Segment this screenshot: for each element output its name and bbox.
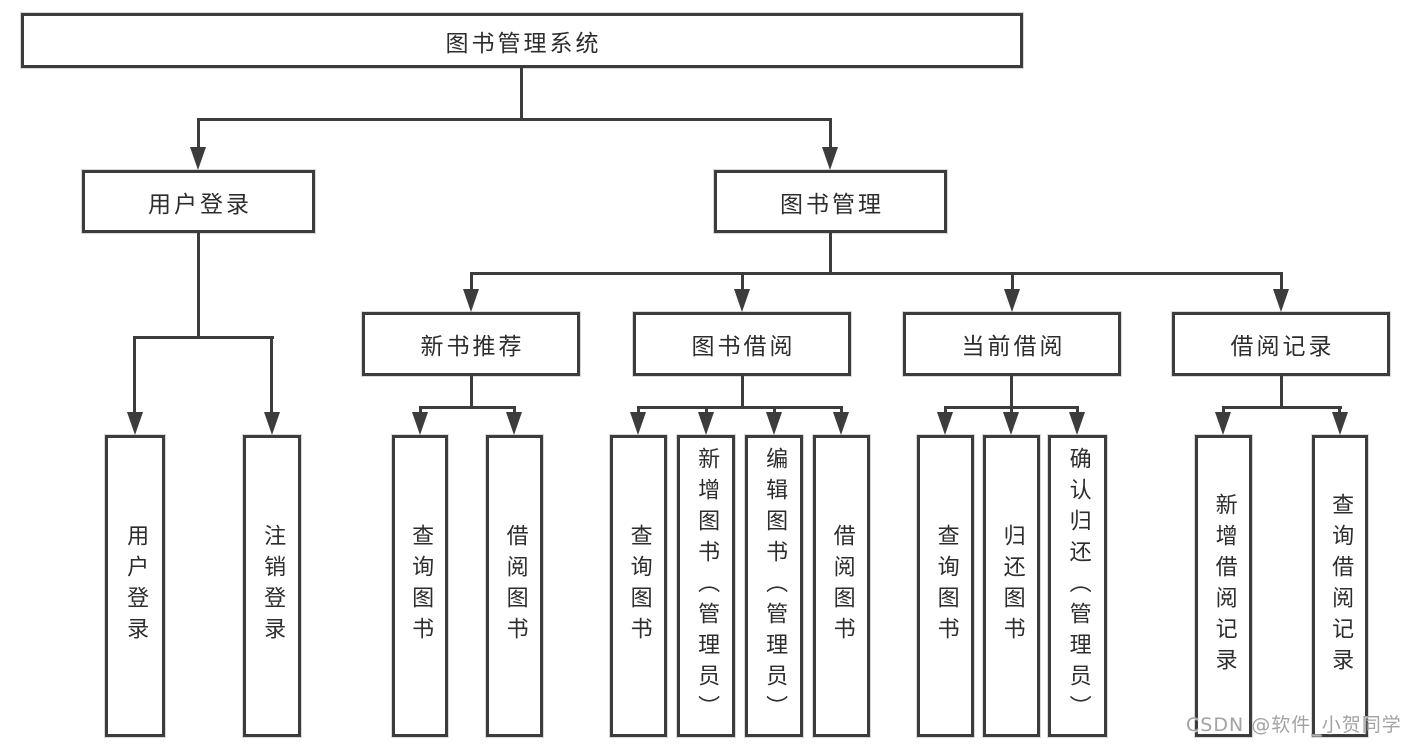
node-current-borrow-label: 当前借阅 xyxy=(961,334,1066,360)
leaf-query-book-current-label: 查询图书 xyxy=(933,524,959,648)
leaf-add-book-admin: 新增图书（管理员） xyxy=(677,435,735,737)
arrowhead-icon xyxy=(937,412,953,435)
arrowhead-icon xyxy=(698,412,714,435)
arrowhead-icon xyxy=(463,289,479,312)
leaf-borrow-book-label: 借阅图书 xyxy=(829,524,855,648)
edge-line xyxy=(133,336,136,414)
edge-line xyxy=(470,272,1283,275)
edge-line xyxy=(470,376,473,408)
arrowhead-icon xyxy=(412,412,428,435)
edge-line xyxy=(197,233,200,338)
arrowhead-icon xyxy=(127,412,143,435)
arrowhead-icon xyxy=(766,412,782,435)
node-borrow-records: 借阅记录 xyxy=(1172,312,1390,376)
edge-line xyxy=(944,406,947,415)
node-book-management-label: 图书管理 xyxy=(780,191,884,218)
arrowhead-icon xyxy=(734,289,750,312)
arrowhead-icon xyxy=(822,147,838,170)
leaf-query-borrow-record-label: 查询借阅记录 xyxy=(1328,493,1354,679)
edge-line xyxy=(1222,406,1225,415)
node-borrow-records-label: 借阅记录 xyxy=(1230,334,1335,360)
edge-line xyxy=(741,376,744,408)
leaf-add-book-admin-label: 新增图书（管理员） xyxy=(694,446,720,726)
arrowhead-icon xyxy=(1069,412,1085,435)
leaf-query-borrow-record: 查询借阅记录 xyxy=(1312,435,1368,737)
arrowhead-icon xyxy=(1215,412,1231,435)
leaf-logout-label: 注销登录 xyxy=(260,524,286,648)
edge-line xyxy=(133,336,274,339)
leaf-query-book-recommend: 查询图书 xyxy=(392,435,448,737)
node-book-borrow-label: 图书借阅 xyxy=(691,334,796,360)
node-user-login: 用户登录 xyxy=(82,170,315,233)
leaf-add-borrow-record-label: 新增借阅记录 xyxy=(1211,493,1237,679)
leaf-query-book-borrow: 查询图书 xyxy=(610,435,667,737)
edge-line xyxy=(637,406,843,409)
edge-line xyxy=(513,406,516,415)
leaf-query-book-borrow-label: 查询图书 xyxy=(626,524,652,648)
edge-line xyxy=(1280,272,1283,291)
leaf-query-book-current: 查询图书 xyxy=(917,435,974,737)
leaf-edit-book-admin-label: 编辑图书（管理员） xyxy=(762,446,788,726)
edge-line xyxy=(520,68,523,121)
node-book-borrow: 图书借阅 xyxy=(633,312,851,376)
node-book-management: 图书管理 xyxy=(714,170,947,233)
node-root-label: 图书管理系统 xyxy=(445,30,602,57)
edge-line xyxy=(419,406,422,415)
arrowhead-icon xyxy=(1273,289,1289,312)
edge-line xyxy=(197,118,200,149)
leaf-return-book-label: 归还图书 xyxy=(999,524,1025,648)
edge-line xyxy=(197,118,832,121)
leaf-confirm-return-admin: 确认归还（管理员） xyxy=(1048,435,1107,737)
arrowhead-icon xyxy=(506,412,522,435)
leaf-query-book-recommend-label: 查询图书 xyxy=(408,524,434,648)
edge-line xyxy=(637,406,640,415)
arrowhead-icon xyxy=(630,412,646,435)
leaf-confirm-return-admin-label: 确认归还（管理员） xyxy=(1065,446,1091,726)
leaf-edit-book-admin: 编辑图书（管理员） xyxy=(745,435,803,737)
leaf-user-login-label: 用户登录 xyxy=(123,524,149,648)
leaf-borrow-book-recommend: 借阅图书 xyxy=(486,435,543,737)
arrowhead-icon xyxy=(264,412,280,435)
edge-line xyxy=(741,272,744,291)
edge-line xyxy=(1011,272,1014,291)
edge-line xyxy=(1222,406,1342,409)
edge-line xyxy=(1010,376,1013,408)
edge-line xyxy=(840,406,843,415)
edge-line xyxy=(1338,406,1341,415)
leaf-logout: 注销登录 xyxy=(243,435,301,737)
edge-line xyxy=(829,118,832,149)
node-current-borrow: 当前借阅 xyxy=(903,312,1121,376)
edge-line xyxy=(470,272,473,291)
leaf-add-borrow-record: 新增借阅记录 xyxy=(1195,435,1252,737)
edge-line xyxy=(419,406,516,409)
edge-line xyxy=(270,336,273,414)
node-user-login-label: 用户登录 xyxy=(148,191,252,218)
leaf-return-book: 归还图书 xyxy=(983,435,1040,737)
edge-line xyxy=(829,233,832,274)
arrowhead-icon xyxy=(833,412,849,435)
arrowhead-icon xyxy=(1003,412,1019,435)
node-new-book-recommend: 新书推荐 xyxy=(362,312,580,376)
node-new-book-recommend-label: 新书推荐 xyxy=(420,334,525,360)
arrowhead-icon xyxy=(1004,289,1020,312)
arrowhead-icon xyxy=(1332,412,1348,435)
edge-line xyxy=(705,406,708,415)
edge-line xyxy=(1010,406,1013,415)
node-root: 图书管理系统 xyxy=(21,13,1023,68)
csdn-watermark: CSDN @软件_小贺同学 xyxy=(1186,714,1402,736)
edge-line xyxy=(773,406,776,415)
edge-line xyxy=(1280,376,1283,408)
edge-line xyxy=(1076,406,1079,415)
leaf-borrow-book: 借阅图书 xyxy=(813,435,870,737)
leaf-borrow-book-recommend-label: 借阅图书 xyxy=(502,524,528,648)
arrowhead-icon xyxy=(190,147,206,170)
leaf-user-login: 用户登录 xyxy=(105,435,165,737)
